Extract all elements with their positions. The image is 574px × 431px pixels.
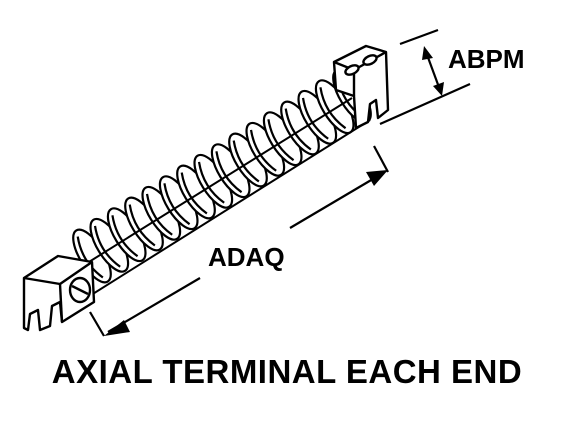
length-label: ADAQ (208, 242, 285, 272)
length-dimension (89, 145, 389, 337)
diameter-extension-line-top (399, 28, 439, 46)
left-terminal (22, 254, 96, 332)
length-arrowhead-left (104, 320, 130, 336)
core-tube (59, 97, 371, 303)
diameter-dimension (379, 28, 471, 126)
diagram-caption: AXIAL TERMINAL EACH END (51, 353, 523, 390)
coil-turn (141, 185, 182, 241)
length-arrowhead-right (366, 170, 388, 186)
diameter-extension-line-bottom (379, 82, 471, 126)
right-terminal (332, 44, 390, 130)
right-terminal-hole-2 (362, 54, 378, 66)
length-dimension-line-upper (289, 175, 379, 229)
diameter-arrowhead-top (422, 46, 433, 60)
length-extension-line-left (89, 311, 105, 337)
diameter-arrowhead-bottom (433, 82, 444, 96)
right-terminal-hole-1 (344, 64, 360, 76)
coil-turn (158, 175, 199, 231)
diameter-label: ABPM (448, 44, 525, 74)
length-extension-line-right (373, 145, 389, 173)
